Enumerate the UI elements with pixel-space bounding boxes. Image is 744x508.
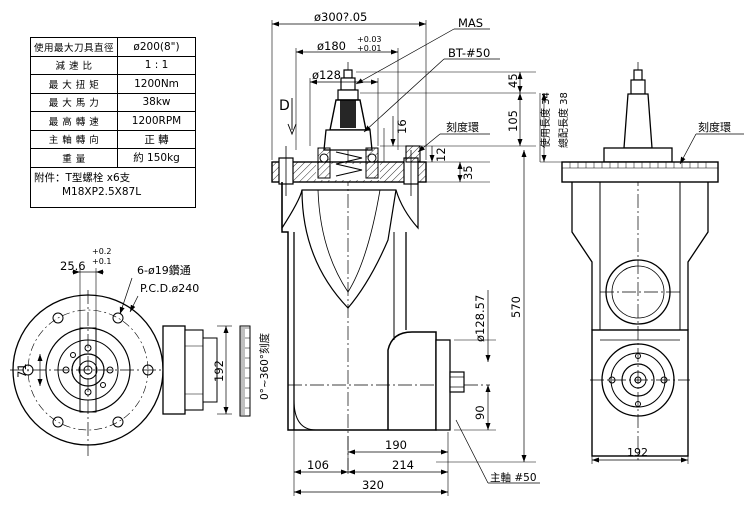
spring <box>335 151 363 177</box>
label-dial-front: 刻度環 <box>446 120 479 134</box>
side-spindle-circle <box>601 343 675 417</box>
dim-570: 570 <box>509 296 523 318</box>
dim-25-6: 25.6 <box>60 259 86 273</box>
label-scale: 0°~360°刻度 <box>258 332 271 400</box>
spec-note-row: 附件：T型螺栓 x6支 M18XP2.5X87L <box>30 166 196 208</box>
side-flange <box>561 161 719 183</box>
dim-45: 45 <box>506 73 520 88</box>
spec-note-line1: 附件：T型螺栓 x6支 <box>34 171 131 184</box>
dim-pilot: ø128 <box>312 68 341 82</box>
dim-320: 320 <box>362 478 384 492</box>
angle-scale <box>239 325 251 417</box>
dim-90: 90 <box>473 405 487 420</box>
label-spindle: 主軸 #50 <box>490 471 537 484</box>
dim-192-top: 192 <box>212 360 226 382</box>
dim-16: 16 <box>395 119 409 134</box>
dim-105: 105 <box>506 110 520 132</box>
spec-label: 最 高 轉 速 <box>29 111 119 131</box>
dim-12: 12 <box>434 147 448 162</box>
spec-row: 主 軸 轉 向正 轉 <box>29 129 196 149</box>
dim-top-width: ø300?.05 <box>314 10 367 24</box>
label-d: D <box>279 98 290 114</box>
dim-25-6-tol-lower: +0.1 <box>92 257 111 266</box>
dial-ring <box>405 145 421 163</box>
dim-35: 35 <box>461 165 475 180</box>
spec-note: 附件：T型螺栓 x6支 M18XP2.5X87L <box>30 166 196 208</box>
dim-spindle-length: 總配長度 38 <box>557 92 570 148</box>
spec-note-line2: M18XP2.5X87L <box>62 185 142 198</box>
spec-label: 主 軸 轉 向 <box>29 129 119 149</box>
spindle-key <box>449 371 465 393</box>
dim-214: 214 <box>392 458 414 472</box>
dim-flange: ø180 <box>317 39 346 53</box>
angle-scale-ticks <box>240 327 250 417</box>
dim-106: 106 <box>307 458 329 472</box>
dim-flange-tol-upper: +0.03 <box>357 35 382 44</box>
dim-192-side: 192 <box>627 446 648 459</box>
top-view: 25.6 +0.2 +0.1 6-ø19鑽通 P.C.D.ø240 71 192… <box>10 247 271 456</box>
dim-190: 190 <box>385 438 407 452</box>
spec-value: 1200RPM <box>117 111 196 131</box>
label-mas: MAS <box>458 16 483 30</box>
side-view: 刻度環 192 <box>561 62 744 464</box>
label-holes: 6-ø19鑽通 <box>137 263 191 277</box>
side-window <box>605 259 671 325</box>
label-pcd: P.C.D.ø240 <box>140 282 199 295</box>
front-view: ø300?.05 ø180 +0.03 +0.01 ø128 MAS BT-#5… <box>271 10 570 496</box>
dim-flange-tol-lower: +0.01 <box>357 44 382 53</box>
housing-body <box>281 182 437 431</box>
spec-value: 正 轉 <box>117 129 196 149</box>
dim-tool-length: 使用長度 34 <box>539 92 552 148</box>
dim-71: 71 <box>15 363 29 378</box>
dim-bore: ø128.57 <box>473 295 487 342</box>
dim-25-6-tol-upper: +0.2 <box>92 247 111 256</box>
label-bt: BT-#50 <box>448 46 490 60</box>
label-dial-side: 刻度環 <box>698 120 731 134</box>
